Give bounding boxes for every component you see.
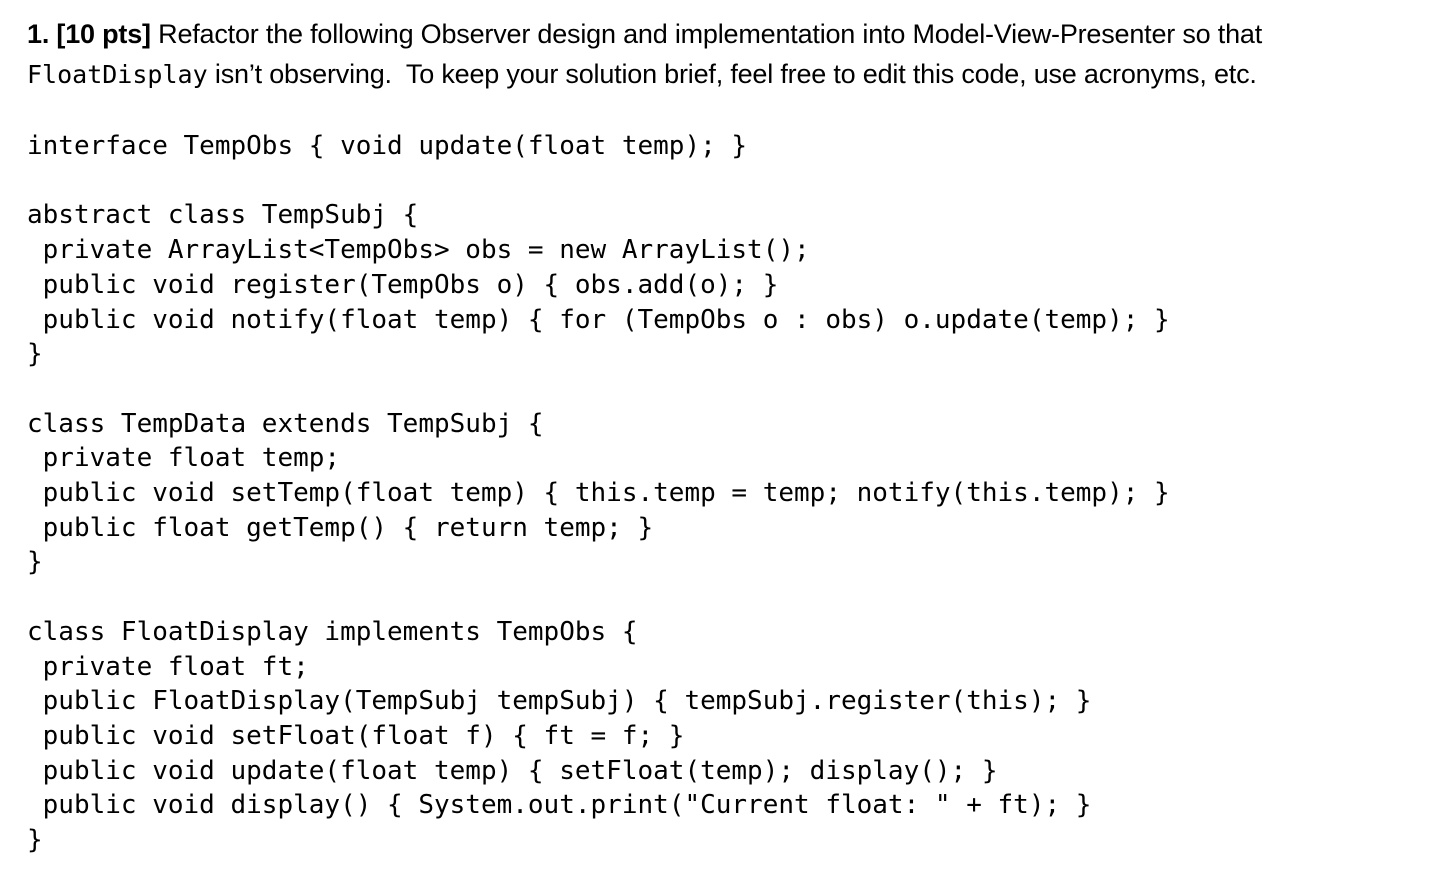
question-line-1: 1. [10 pts] Refactor the following Obser… — [27, 14, 1452, 54]
question-text-line1: Refactor the following Observer design a… — [150, 19, 1263, 49]
question-header: 1. [10 pts] Refactor the following Obser… — [27, 14, 1452, 95]
code-identifier-floatdisplay: FloatDisplay — [27, 60, 208, 89]
question-line-2: FloatDisplay isn’t observing. To keep yo… — [27, 54, 1452, 95]
question-number-points: 1. [10 pts] — [27, 19, 151, 49]
java-code-block: interface TempObs { void update(float te… — [27, 131, 1170, 856]
question-text-line2: isn’t observing. To keep your solution b… — [207, 59, 1257, 89]
